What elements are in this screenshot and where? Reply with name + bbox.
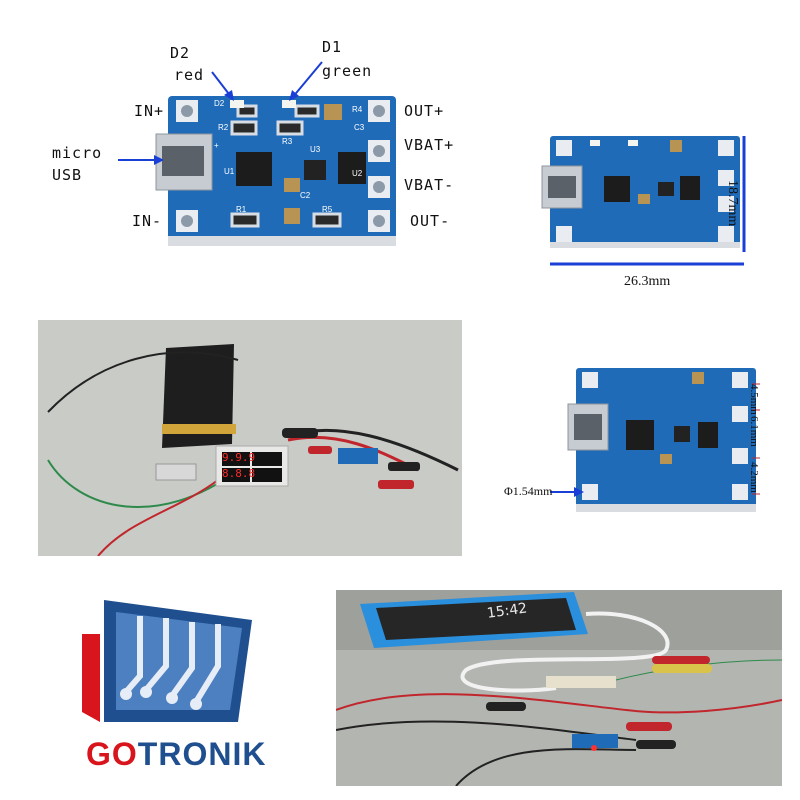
silk-d2: D2 bbox=[214, 99, 225, 108]
label-out-plus: OUT+ bbox=[404, 102, 445, 120]
label-d1: D1 bbox=[322, 38, 343, 56]
brand-go: GO bbox=[86, 736, 138, 772]
battery-test-photo: 9.9.9 8.8.8 bbox=[38, 320, 462, 556]
label-green: green bbox=[322, 62, 373, 80]
label-vbat-minus: VBAT- bbox=[404, 176, 455, 194]
led-d1 bbox=[282, 100, 296, 108]
meter-bottom-readout: 8.8.8 bbox=[222, 467, 256, 480]
label-in-minus: IN- bbox=[132, 212, 163, 230]
annotated-board-svg: D2 R4 C3 R3 R2 U1 U3 U2 C2 R1 R5 + bbox=[118, 61, 396, 246]
pitch-3: 4.2mm bbox=[748, 462, 760, 493]
pcb-body-small bbox=[550, 136, 740, 248]
silk-r5: R5 bbox=[322, 205, 333, 214]
pitch-1: 4.5mm bbox=[748, 384, 760, 415]
pitch-2: 6.1mm bbox=[748, 416, 760, 447]
label-vbat-plus: VBAT+ bbox=[404, 136, 455, 154]
height-dimension: 18.7mm bbox=[725, 180, 740, 227]
label-red: red bbox=[174, 66, 205, 84]
ic-u2 bbox=[338, 152, 366, 184]
silk-u3: U3 bbox=[310, 145, 321, 154]
ic-u1 bbox=[236, 152, 272, 186]
led-d2 bbox=[230, 100, 244, 108]
hole-diameter: Φ1.54mm bbox=[504, 484, 553, 498]
silk-u1: U1 bbox=[224, 167, 235, 176]
brand-tronik: TRONIK bbox=[137, 736, 267, 772]
silk-c2: C2 bbox=[300, 191, 311, 200]
annotated-board-figure: D2 R4 C3 R3 R2 U1 U3 U2 C2 R1 R5 + D2 re… bbox=[0, 0, 520, 300]
label-usb: USB bbox=[52, 166, 83, 184]
silk-r4: R4 bbox=[352, 105, 363, 114]
width-dimension: 26.3mm bbox=[624, 274, 671, 289]
silk-r3: R3 bbox=[282, 137, 293, 146]
ic-u3 bbox=[304, 160, 326, 180]
silk-u2: U2 bbox=[352, 169, 363, 178]
pcb-body bbox=[168, 96, 396, 246]
phone-charging-photo: 15:42 bbox=[336, 590, 782, 786]
silk-c3: C3 bbox=[354, 123, 365, 132]
brand-wordmark: GOTRONIK bbox=[86, 736, 266, 773]
dimension-board-figure: 18.7mm 26.3mm bbox=[520, 120, 800, 300]
silk-plus: + bbox=[214, 141, 219, 150]
gotronik-logo: GOTRONIK bbox=[70, 596, 270, 786]
silk-r1: R1 bbox=[236, 205, 247, 214]
label-out-minus: OUT- bbox=[410, 212, 451, 230]
label-in-plus: IN+ bbox=[134, 102, 165, 120]
silk-r2: R2 bbox=[218, 123, 229, 132]
meter-top-readout: 9.9.9 bbox=[222, 451, 256, 464]
label-micro: micro bbox=[52, 144, 103, 162]
label-d2: D2 bbox=[170, 44, 191, 62]
pitch-board-figure: Φ1.54mm 4.5mm 6.1mm 4.2mm bbox=[490, 360, 800, 520]
